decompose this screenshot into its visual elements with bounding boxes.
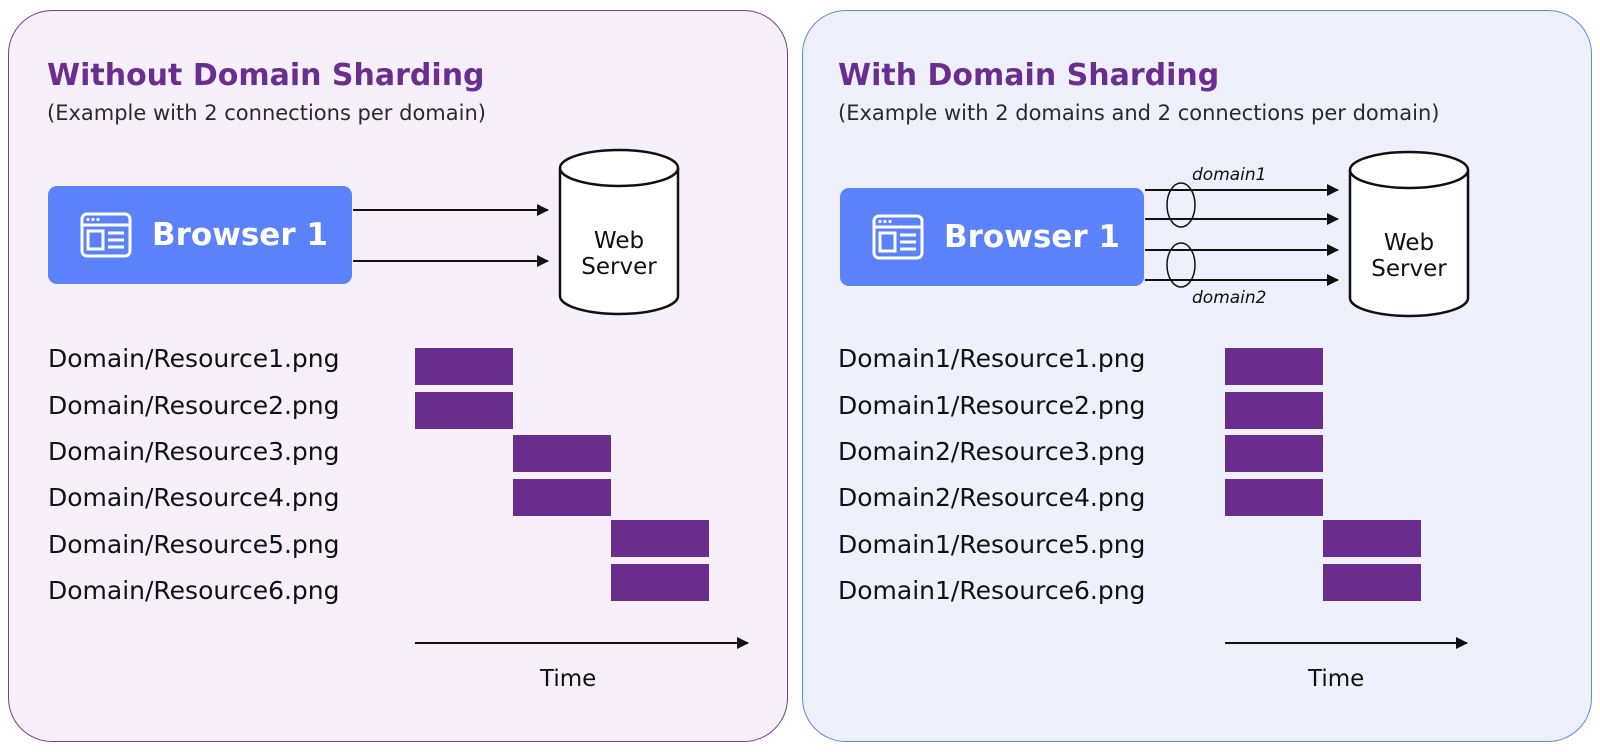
- right-timeline-bar-2: [1225, 392, 1323, 429]
- left-browser-box: Browser 1: [48, 186, 352, 284]
- right-server-label-web: Web: [1383, 230, 1435, 256]
- left-browser-label: Browser 1: [152, 217, 328, 253]
- right-timeline-bar-4: [1225, 479, 1323, 516]
- database-cylinder-icon: [558, 148, 680, 316]
- browser-window-icon: [872, 214, 924, 260]
- right-server-label-server: Server: [1371, 256, 1447, 282]
- right-resource-label: Domain1/Resource2.png: [838, 391, 1146, 420]
- left-panel-subtitle: (Example with 2 connections per domain): [47, 101, 486, 125]
- right-resource-label: Domain1/Resource1.png: [838, 344, 1146, 373]
- left-timeline-bar-3: [513, 435, 611, 472]
- without-sharding-panel: [8, 10, 788, 742]
- right-resource-label: Domain2/Resource3.png: [838, 437, 1146, 466]
- domain2-group-ellipse: [1166, 242, 1196, 288]
- right-panel-title: With Domain Sharding: [838, 58, 1220, 93]
- domain1-tag: domain1: [1192, 165, 1267, 185]
- left-web-server: Web Server: [558, 148, 680, 316]
- left-time-label: Time: [540, 666, 597, 692]
- left-timeline-bar-4: [513, 479, 611, 516]
- domain2-tag: domain2: [1192, 288, 1267, 308]
- right-timeline-bar-6: [1323, 564, 1421, 601]
- left-server-label-server: Server: [581, 254, 657, 280]
- browser-window-icon: [80, 212, 132, 258]
- right-browser-box: Browser 1: [840, 188, 1144, 286]
- left-resource-label: Domain/Resource3.png: [48, 437, 340, 466]
- right-resource-label: Domain1/Resource6.png: [838, 576, 1146, 605]
- right-time-label: Time: [1308, 666, 1365, 692]
- left-resource-label: Domain/Resource5.png: [48, 530, 340, 559]
- right-browser-label: Browser 1: [944, 219, 1120, 255]
- domain1-group-ellipse: [1166, 182, 1196, 228]
- right-web-server: Web Server: [1348, 150, 1470, 318]
- left-resource-label: Domain/Resource6.png: [48, 576, 340, 605]
- left-timeline-bar-6: [611, 564, 709, 601]
- left-resource-label: Domain/Resource4.png: [48, 483, 340, 512]
- right-timeline-bar-1: [1225, 348, 1323, 385]
- left-timeline-bar-1: [415, 348, 513, 385]
- with-sharding-panel: [802, 10, 1592, 742]
- left-timeline-bar-2: [415, 392, 513, 429]
- left-resource-label: Domain/Resource1.png: [48, 344, 340, 373]
- right-resource-label: Domain2/Resource4.png: [838, 483, 1146, 512]
- right-timeline-bar-3: [1225, 435, 1323, 472]
- database-cylinder-icon: [1348, 150, 1470, 318]
- right-timeline-bar-5: [1323, 520, 1421, 557]
- right-resource-label: Domain1/Resource5.png: [838, 530, 1146, 559]
- left-panel-title: Without Domain Sharding: [47, 58, 485, 93]
- right-panel-subtitle: (Example with 2 domains and 2 connection…: [838, 101, 1440, 125]
- left-timeline-bar-5: [611, 520, 709, 557]
- left-resource-label: Domain/Resource2.png: [48, 391, 340, 420]
- left-server-label-web: Web: [593, 228, 645, 254]
